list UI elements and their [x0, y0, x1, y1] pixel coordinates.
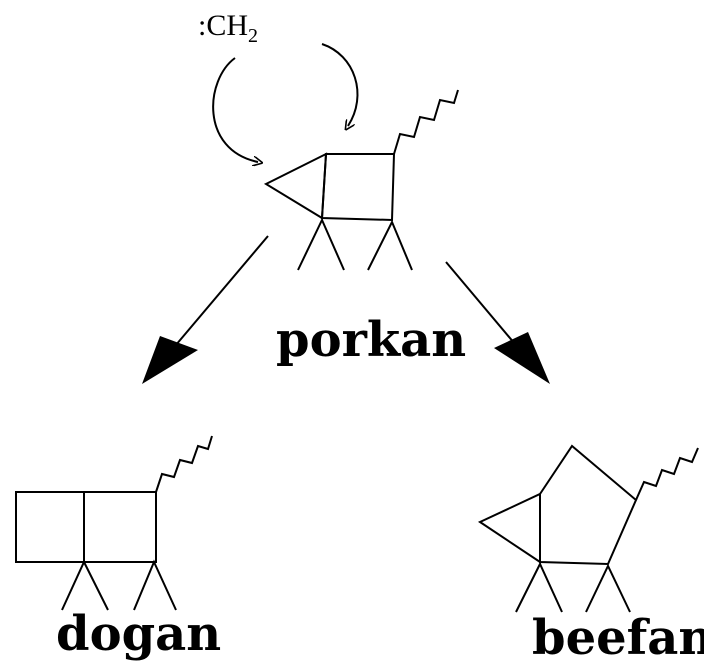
porkan-cyclopropane-ring	[263, 152, 328, 220]
beefan-wavy-bond	[635, 447, 699, 501]
porkan-cyclobutane-ring	[320, 153, 396, 222]
beefan-structure	[477, 444, 699, 613]
dogan-wavy-bond	[155, 435, 213, 493]
porkan-methyl-pair-right	[367, 219, 413, 271]
dogan-left-ring	[15, 491, 85, 563]
curved-arrow-left	[212, 57, 258, 162]
porkan-methyl-pair-left	[297, 217, 345, 271]
dogan-methyl-pair-right	[133, 559, 177, 611]
beefan-cyclopentane-ring	[539, 444, 638, 566]
reaction-arrow-right	[445, 261, 550, 384]
curved-arrow-right	[321, 43, 359, 126]
beefan-methyl-pair-right	[585, 563, 631, 613]
reaction-arrow-left	[142, 235, 269, 384]
dogan-structure	[15, 435, 213, 611]
dogan-right-ring	[83, 491, 157, 563]
reagent-base: CH	[206, 9, 249, 42]
reagent-subscript: 2	[248, 25, 259, 47]
molecule-label-dogan: dogan	[56, 606, 222, 662]
porkan-wavy-bond	[393, 89, 459, 155]
dogan-methyl-pair-left	[61, 559, 109, 611]
beefan-cyclopropane-ring	[477, 492, 541, 564]
reagent-prefix: :	[198, 9, 207, 42]
beefan-methyl-pair-left	[515, 561, 563, 613]
porkan-structure	[263, 89, 459, 271]
molecule-label-beefan: beefan	[532, 610, 704, 666]
reagent-ch2: :CH2	[198, 10, 258, 52]
molecule-label-porkan: porkan	[276, 312, 467, 368]
